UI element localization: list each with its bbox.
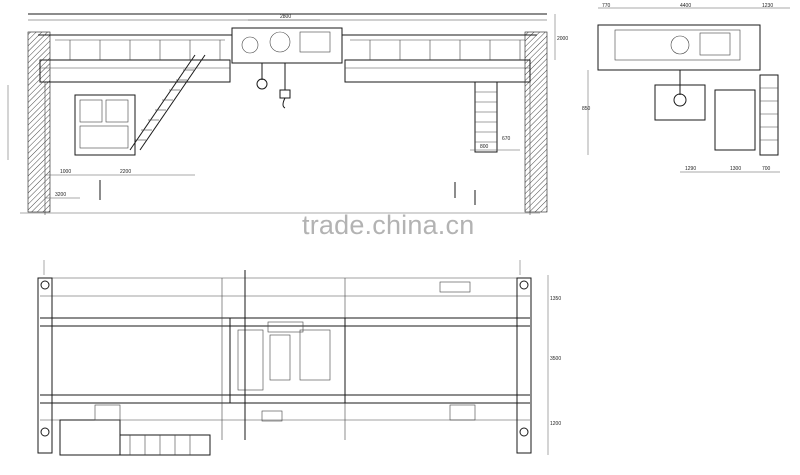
left-girder (39, 59, 231, 83)
dim-front-b: 2200 (120, 169, 131, 175)
dim-plan-right-b: 3500 (550, 356, 561, 362)
front-elevation: 2800 1000 2200 3200 800 670 2000 (7, 13, 568, 215)
plan-view: 1350 3500 1200 (37, 260, 561, 456)
dim-front-a: 1000 (60, 169, 71, 175)
dim-front-c: 3200 (55, 192, 66, 198)
ladder (474, 81, 498, 153)
watermark-text: trade.china.cn (302, 210, 475, 240)
operator-cab (74, 94, 136, 156)
side-elevation: 4400 1230 770 1290 1300 700 850 (582, 3, 790, 173)
main-hook (282, 97, 286, 109)
plan-cab (119, 434, 211, 456)
dim-side-bottom-b: 1300 (730, 166, 741, 172)
right-girder (344, 59, 531, 83)
trolley (231, 27, 343, 64)
plan-trolley (229, 317, 346, 404)
aux-hook (256, 78, 268, 90)
left-wall (27, 31, 51, 213)
dim-side-right: 1230 (762, 3, 773, 9)
dim-side-left: 770 (602, 3, 611, 9)
end-carriage-left (37, 277, 53, 454)
dim-plan-right-a: 1350 (550, 296, 561, 302)
dim-top-right: 2000 (557, 36, 568, 42)
end-carriage-right (516, 277, 532, 454)
side-hook (673, 93, 687, 107)
dim-ladder-b: 670 (502, 136, 511, 142)
dim-side-bottom-c: 700 (762, 166, 771, 172)
dim-side-height: 850 (582, 106, 591, 112)
side-ladder (759, 74, 779, 156)
dim-side-bottom-a: 1290 (685, 166, 696, 172)
dim-ladder-a: 800 (480, 144, 489, 150)
right-wall (524, 31, 548, 213)
dim-plan-right-c: 1200 (550, 421, 561, 427)
plan-grating-center (261, 410, 283, 422)
dim-trolley-width: 2800 (280, 14, 291, 20)
side-frame (597, 24, 761, 71)
walkway-grating (439, 281, 471, 293)
dim-side-gauge: 4400 (680, 3, 691, 9)
side-cab (714, 89, 756, 151)
